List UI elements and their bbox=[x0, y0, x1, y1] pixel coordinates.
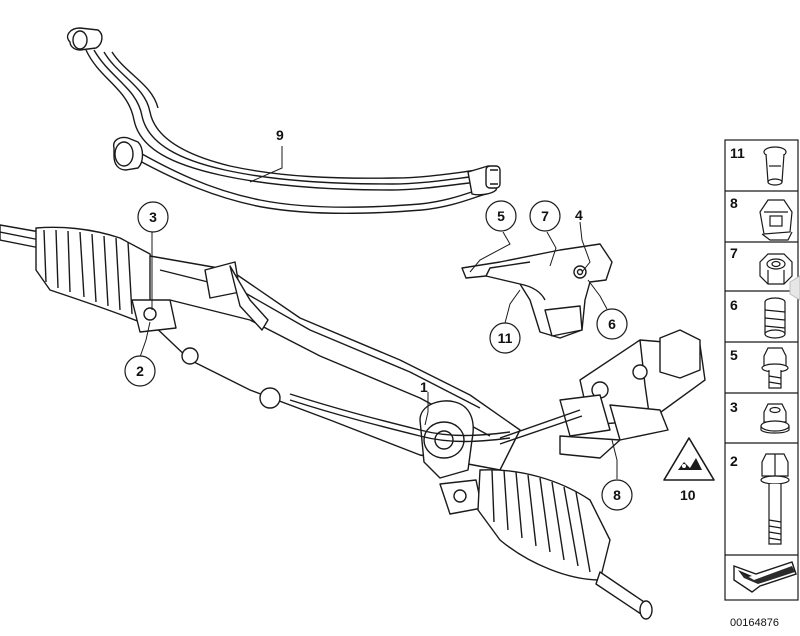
callout-3: 3 bbox=[137, 201, 169, 233]
svg-text:8: 8 bbox=[730, 195, 738, 211]
rivet-sleeve-icon bbox=[763, 146, 787, 186]
collar-nut-icon bbox=[760, 403, 790, 434]
svg-text:7: 7 bbox=[730, 245, 738, 261]
callout-6: 6 bbox=[596, 308, 628, 340]
callout-9: 9 bbox=[276, 127, 284, 143]
callout-4: 4 bbox=[575, 207, 583, 223]
callout-8: 8 bbox=[601, 479, 633, 511]
svg-text:5: 5 bbox=[730, 347, 738, 363]
svg-text:7: 7 bbox=[541, 208, 549, 224]
svg-text:2: 2 bbox=[136, 363, 144, 379]
svg-text:6: 6 bbox=[608, 316, 616, 332]
callout-10: 10 bbox=[680, 487, 696, 503]
hydraulic-line-assembly bbox=[66, 27, 501, 215]
svg-text:8: 8 bbox=[613, 487, 621, 503]
legend-row-3: 3 bbox=[730, 399, 790, 434]
callout-1: 1 bbox=[420, 379, 428, 395]
svg-text:5: 5 bbox=[497, 208, 505, 224]
callout-5: 5 bbox=[485, 200, 517, 232]
svg-text:1: 1 bbox=[420, 379, 428, 395]
legend-row-5: 5 bbox=[730, 347, 789, 389]
legend-row-11: 11 bbox=[730, 145, 787, 186]
warning-triangle-icon bbox=[663, 437, 715, 481]
heat-shield-bracket bbox=[461, 243, 613, 339]
next-page-arrow-icon[interactable] bbox=[733, 561, 797, 593]
legend-row-8: 8 bbox=[730, 195, 793, 241]
long-hex-bolt-icon bbox=[760, 453, 790, 545]
svg-text:3: 3 bbox=[149, 209, 157, 225]
svg-text:10: 10 bbox=[680, 487, 696, 503]
legend-row-6: 6 bbox=[730, 297, 786, 339]
svg-text:11: 11 bbox=[498, 330, 513, 346]
callout-11: 11 bbox=[489, 322, 521, 354]
svg-text:00164876: 00164876 bbox=[730, 617, 779, 629]
leader-lines bbox=[139, 146, 618, 479]
svg-text:4: 4 bbox=[575, 207, 583, 223]
document-id: 00164876 bbox=[730, 617, 779, 629]
hex-nut-icon bbox=[759, 253, 793, 285]
legend-row-7: 7 bbox=[730, 245, 793, 285]
steering-rack bbox=[0, 224, 706, 620]
stud-bushing-icon bbox=[764, 297, 786, 339]
clip-nut-icon bbox=[759, 199, 793, 241]
svg-text:11: 11 bbox=[730, 145, 745, 161]
callout-2: 2 bbox=[124, 355, 156, 387]
svg-text:6: 6 bbox=[730, 297, 738, 313]
callout-7: 7 bbox=[529, 200, 561, 232]
svg-text:3: 3 bbox=[730, 399, 738, 415]
svg-text:9: 9 bbox=[276, 127, 284, 143]
legend-row-2: 2 bbox=[730, 453, 790, 545]
flange-bolt-icon bbox=[761, 347, 789, 389]
svg-text:2: 2 bbox=[730, 453, 738, 469]
cropped-marker-icon bbox=[789, 275, 800, 301]
